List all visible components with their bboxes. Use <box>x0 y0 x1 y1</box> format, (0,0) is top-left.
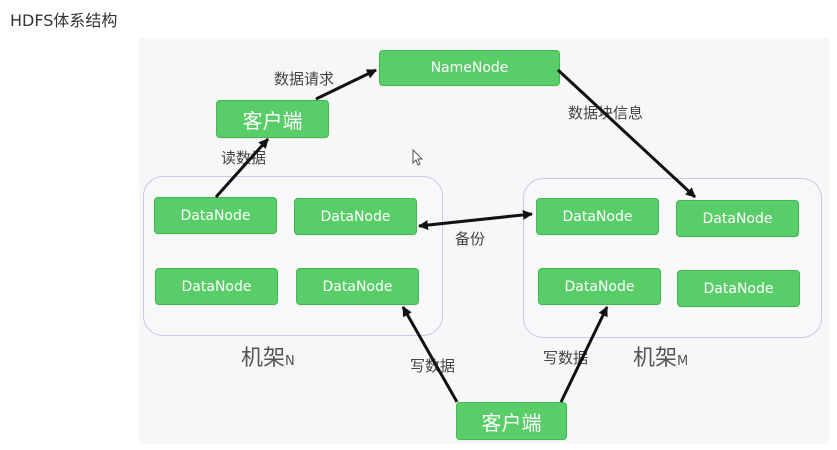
datanode-m2: DataNode <box>676 200 799 237</box>
arrow-client-to-namenode <box>315 68 377 101</box>
client-bottom-box: 客户端 <box>456 402 567 440</box>
arrow-datanode-to-client <box>214 137 270 199</box>
rack-n-label: 机架N <box>241 346 295 375</box>
datanode-n4: DataNode <box>296 268 419 305</box>
arrow-write-left <box>401 306 459 403</box>
namenode-box: NameNode <box>379 50 560 86</box>
arrow-namenode-to-datanode-m2 <box>556 68 697 199</box>
cursor-icon <box>412 148 424 166</box>
rack-n-label-name: 机架 <box>241 346 286 371</box>
arrow-backup <box>418 209 533 231</box>
rack-m-label-suffix: M <box>677 354 689 369</box>
datanode-m3: DataNode <box>538 268 661 305</box>
rack-m-label: 机架M <box>633 346 688 375</box>
rack-m-label-name: 机架 <box>633 346 678 371</box>
client-top-box: 客户端 <box>216 100 329 138</box>
rack-n-label-suffix: N <box>285 354 295 369</box>
datanode-n3: DataNode <box>155 268 278 305</box>
datanode-m1: DataNode <box>536 198 659 235</box>
page-title: HDFS体系结构 <box>10 11 118 30</box>
edge-label-backup: 备份 <box>455 230 486 248</box>
edge-label-write-data-right: 写数据 <box>543 349 589 367</box>
edge-label-data-request: 数据请求 <box>274 70 335 88</box>
arrow-write-right <box>559 306 609 403</box>
datanode-m4: DataNode <box>677 270 800 307</box>
datanode-n1: DataNode <box>154 197 277 234</box>
datanode-n2: DataNode <box>294 198 417 235</box>
edge-label-write-data-left: 写数据 <box>410 357 456 375</box>
